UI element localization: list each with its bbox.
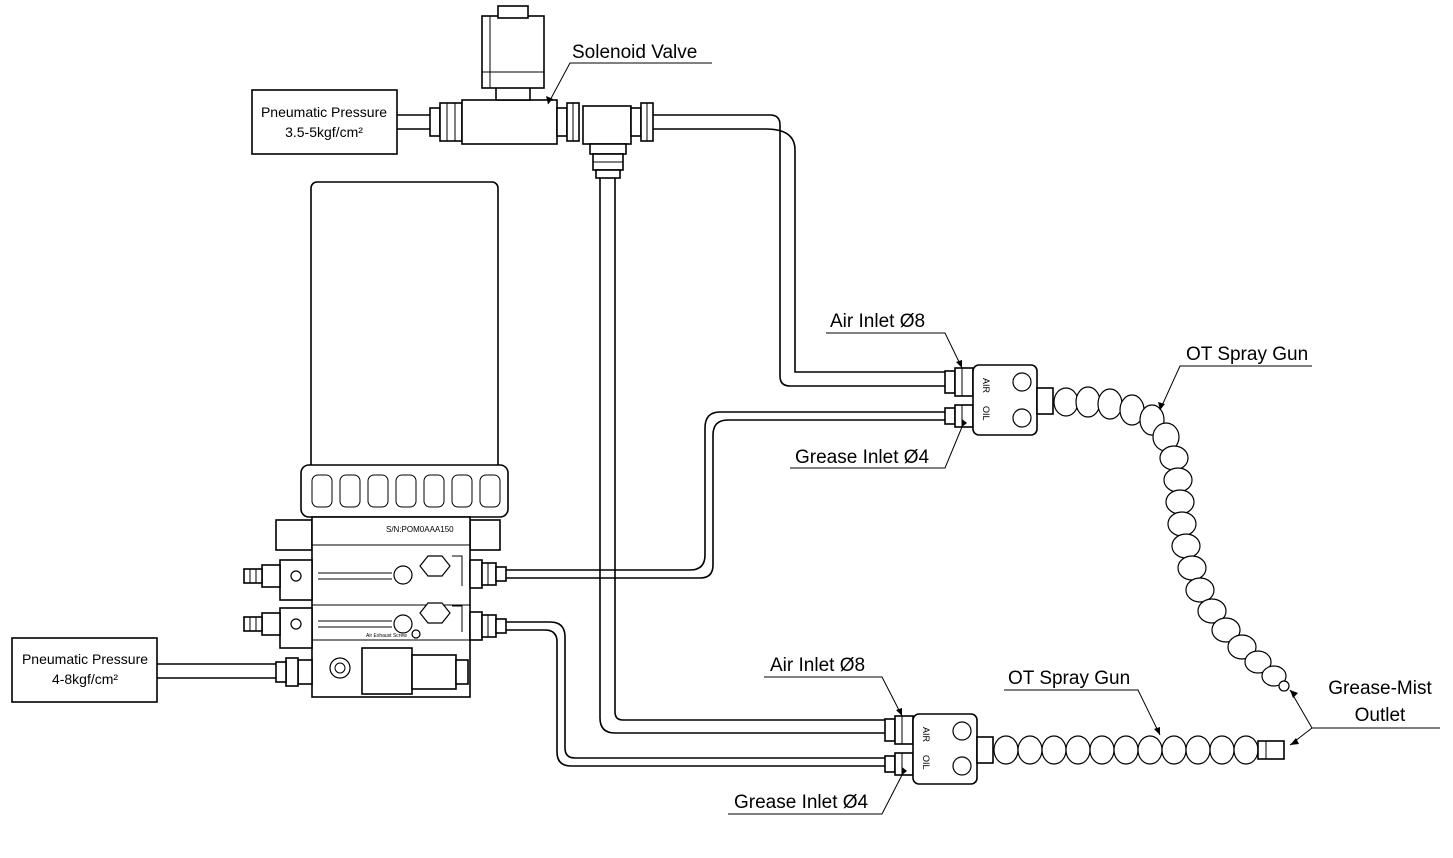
upper-flexible-hose (1053, 386, 1290, 692)
pneumatic-pressure-bottom-label: Pneumatic Pressure (22, 651, 148, 667)
air-line-to-upper-gun (653, 114, 945, 387)
lower-air-port-label: AIR (921, 727, 931, 743)
air-inlet-upper-label: Air Inlet Ø8 (830, 311, 925, 332)
pneumatic-pressure-top-label: Pneumatic Pressure (261, 104, 387, 120)
ot-spray-gun-lower-label: OT Spray Gun (1008, 668, 1130, 689)
pneumatic-pressure-bottom-box: Pneumatic Pressure 4-8kgf/cm² (11, 637, 158, 703)
leader-arrowheads (546, 96, 1299, 775)
reservoir-ribs (311, 474, 501, 508)
pneumatic-pressure-top-value: 3.5-5kgf/cm² (285, 124, 363, 140)
lower-oil-port-label: OIL (921, 755, 931, 770)
tee-fitting (582, 102, 654, 179)
air-inlet-lower-label: Air Inlet Ø8 (770, 655, 865, 676)
grease-inlet-upper-label: Grease Inlet Ø4 (795, 447, 930, 468)
upper-nozzle-block: AIR OIL (944, 364, 1054, 436)
pneumatic-pressure-top-box: Pneumatic Pressure 3.5-5kgf/cm² (251, 89, 398, 155)
air-line-top-supply (397, 114, 430, 130)
upper-air-port-label: AIR (981, 378, 991, 394)
lower-flexible-hose (993, 735, 1285, 765)
solenoid-valve-label: Solenoid Valve (572, 42, 697, 63)
grease-line-to-lower-gun (506, 621, 885, 767)
pump-exhaust-label: Air Exhaust Screw (366, 633, 407, 639)
air-line-to-lower-gun (599, 178, 885, 734)
leader-lines (547, 62, 1440, 815)
lower-nozzle-block: AIR OIL (884, 713, 994, 785)
pump-serial-number: S/N:POM0AAA150 (386, 525, 454, 534)
pneumatic-pressure-bottom-value: 4-8kgf/cm² (52, 671, 118, 687)
upper-oil-port-label: OIL (981, 406, 991, 421)
ot-spray-gun-upper-label: OT Spray Gun (1186, 344, 1308, 365)
grease-mist-outlet-label-line1: Grease-Mist (1328, 678, 1432, 699)
air-line-bottom-supply (157, 663, 276, 679)
grease-mist-outlet-label-line2: Outlet (1355, 705, 1406, 726)
grease-line-to-upper-gun (506, 411, 945, 579)
grease-reservoir (300, 181, 509, 518)
pump-body: S/N:POM0AAA150 Air Exhaust Screw (243, 516, 507, 698)
grease-inlet-lower-label: Grease Inlet Ø4 (734, 792, 869, 813)
solenoid-valve (429, 5, 580, 145)
